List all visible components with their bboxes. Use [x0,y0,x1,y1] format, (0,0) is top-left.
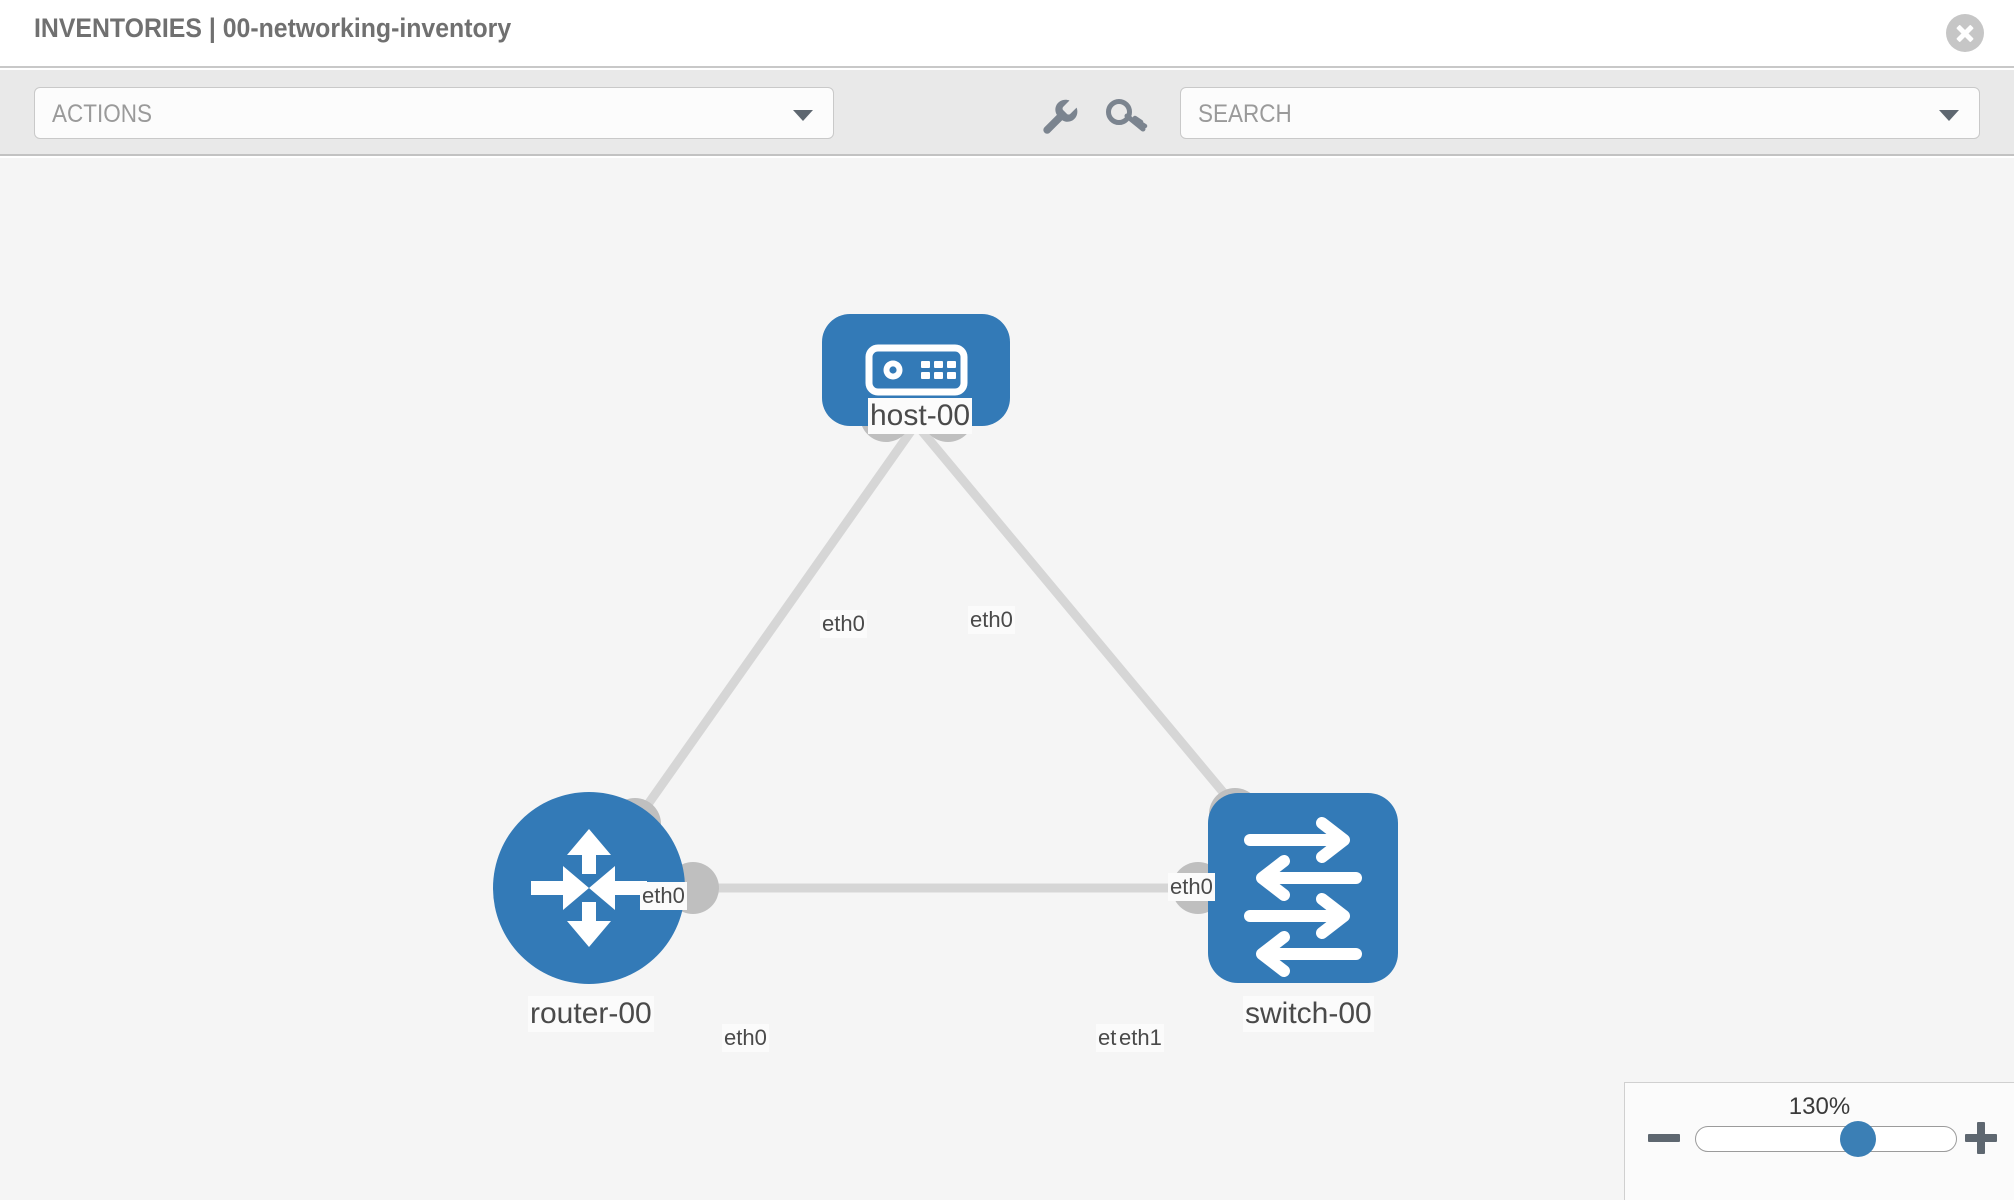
switch-arrows-icon [1244,817,1362,977]
node-label-host-00: host-00 [868,398,973,434]
node-switch-00[interactable] [1208,793,1398,983]
zoom-control: 130% [1624,1082,2014,1200]
page-header: INVENTORIES | 00-networking-inventory [0,0,2014,68]
router-arrows-icon [531,829,647,947]
server-icon [865,344,968,396]
server-icon-dot-grid [921,361,956,379]
node-label-switch-00: switch-00 [1243,996,1374,1032]
iface-label-switch-to-host: eth0 [1168,873,1215,901]
actions-dropdown-label: ACTIONS [52,100,153,128]
actions-dropdown[interactable]: ACTIONS [34,87,834,139]
wrench-icon-svg [1043,99,1078,134]
zoom-slider-thumb[interactable] [1840,1121,1877,1157]
key-icon-svg [1106,99,1148,132]
chevron-down-icon [1939,110,1959,121]
iface-label-host-to-router: eth0 [820,610,867,638]
search-input-placeholder: SEARCH [1198,100,1292,128]
zoom-slider[interactable] [1695,1121,1957,1157]
close-icon[interactable] [1946,14,1984,52]
interface-endpoint-layer [609,390,1261,914]
iface-label-switch-to-router: eth1 [1117,1024,1164,1052]
key-icon[interactable] [1105,96,1151,136]
minus-icon [1648,1134,1680,1142]
iface-label-host-to-switch: eth0 [968,606,1015,634]
topology-graph [493,314,1398,984]
node-label-router-00: router-00 [528,996,654,1032]
iface-label-router-to-host: eth0 [640,882,687,910]
wrench-icon[interactable] [1036,96,1082,136]
chevron-down-icon [793,110,813,121]
search-input[interactable]: SEARCH [1180,87,1980,139]
toolbar: ACTIONS SEARCH [0,70,2014,156]
zoom-in-button[interactable] [1962,1119,2000,1157]
iface-label-router-to-switch: eth0 [722,1024,769,1052]
node-router-00[interactable] [493,792,685,984]
page-title: INVENTORIES | 00-networking-inventory [34,13,512,43]
zoom-out-button[interactable] [1645,1119,1683,1157]
topology-canvas[interactable]: host-00 router-00 switch-00 eth0 eth0 et… [0,158,2014,1200]
plus-icon-vertical [1977,1122,1985,1154]
link-layer [585,421,1307,893]
zoom-percent-label: 130% [1788,1093,1851,1120]
